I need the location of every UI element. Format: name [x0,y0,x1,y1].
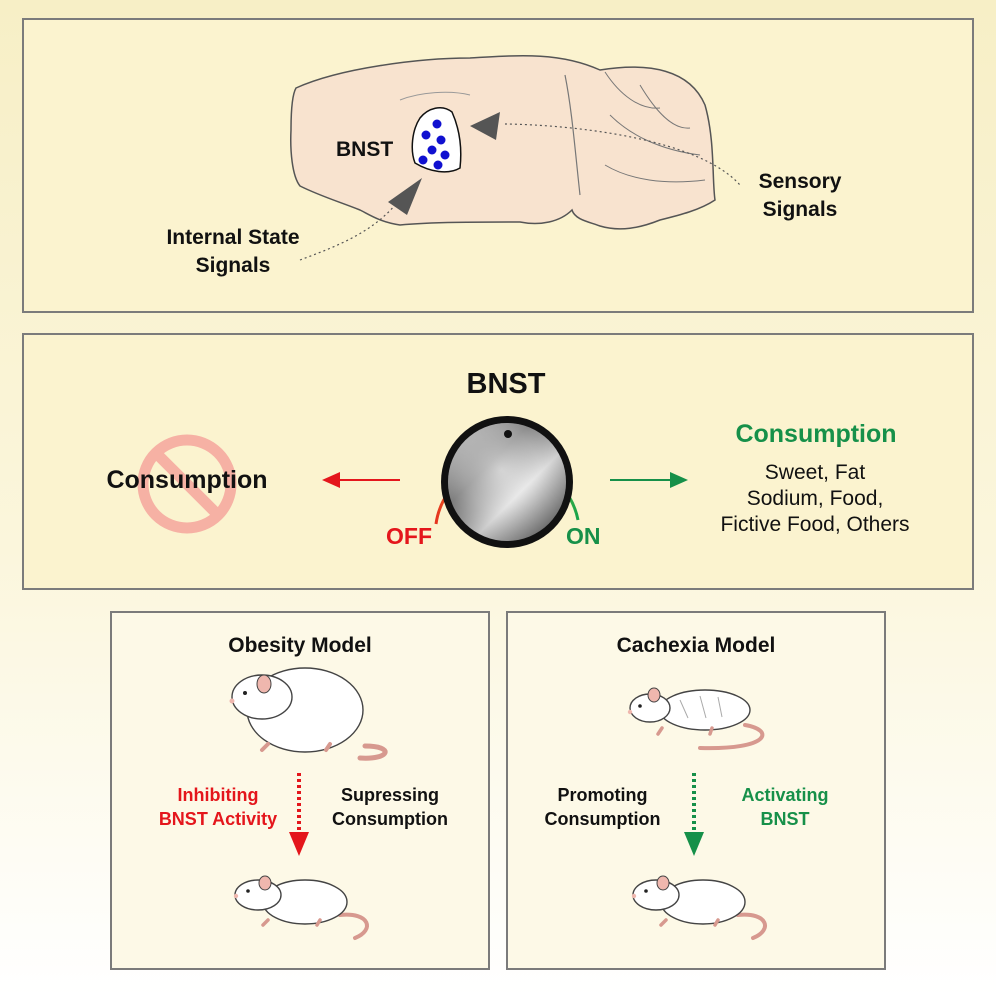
consumption-item: Sweet, Fat [764,461,866,484]
normal-rat-icon [233,875,369,940]
obesity-arrow-head [289,832,309,856]
internal-arrowhead [388,178,422,215]
sensory-arrowhead [470,112,500,140]
recovered-rat-icon [631,875,767,940]
consumption-title: Consumption [735,420,897,448]
sensory-signal-path [504,123,741,186]
consumption-items: Sweet, Fat Sodium, Food, Fictive Food, O… [700,460,930,538]
brain-outline [290,55,716,230]
on-arrow-head [670,472,688,488]
no-symbol-icon [137,434,237,534]
on-label: ON [566,523,601,549]
obese-rat-icon [229,667,388,761]
cachexia-title: Cachexia Model [616,634,776,657]
suppressed-consumption-label: Consumption [106,466,268,494]
dial-title: BNST [466,368,546,400]
consumption-item: Fictive Food, Others [720,513,910,536]
obesity-left-label: Inhibiting BNST Activity [158,785,278,829]
obesity-right-label: Supressing Consumption [332,785,448,829]
consumption-item: Sodium, Food, [746,487,884,510]
bnst-neurons [418,119,450,170]
bnst-region-label: BNST [336,138,394,161]
dial-indicator [504,430,512,438]
cachexic-rat-icon [627,687,765,751]
cachexia-right-label: Activating BNST [741,785,829,829]
off-label: OFF [386,523,432,549]
sensory-signals-label: Sensory Signals [758,170,842,221]
off-arrow-head [322,472,340,488]
obesity-title: Obesity Model [228,634,372,657]
cachexia-arrow-head [684,832,704,856]
internal-state-label: Internal State Signals [166,226,300,277]
cachexia-left-label: Promoting Consumption [544,785,661,829]
